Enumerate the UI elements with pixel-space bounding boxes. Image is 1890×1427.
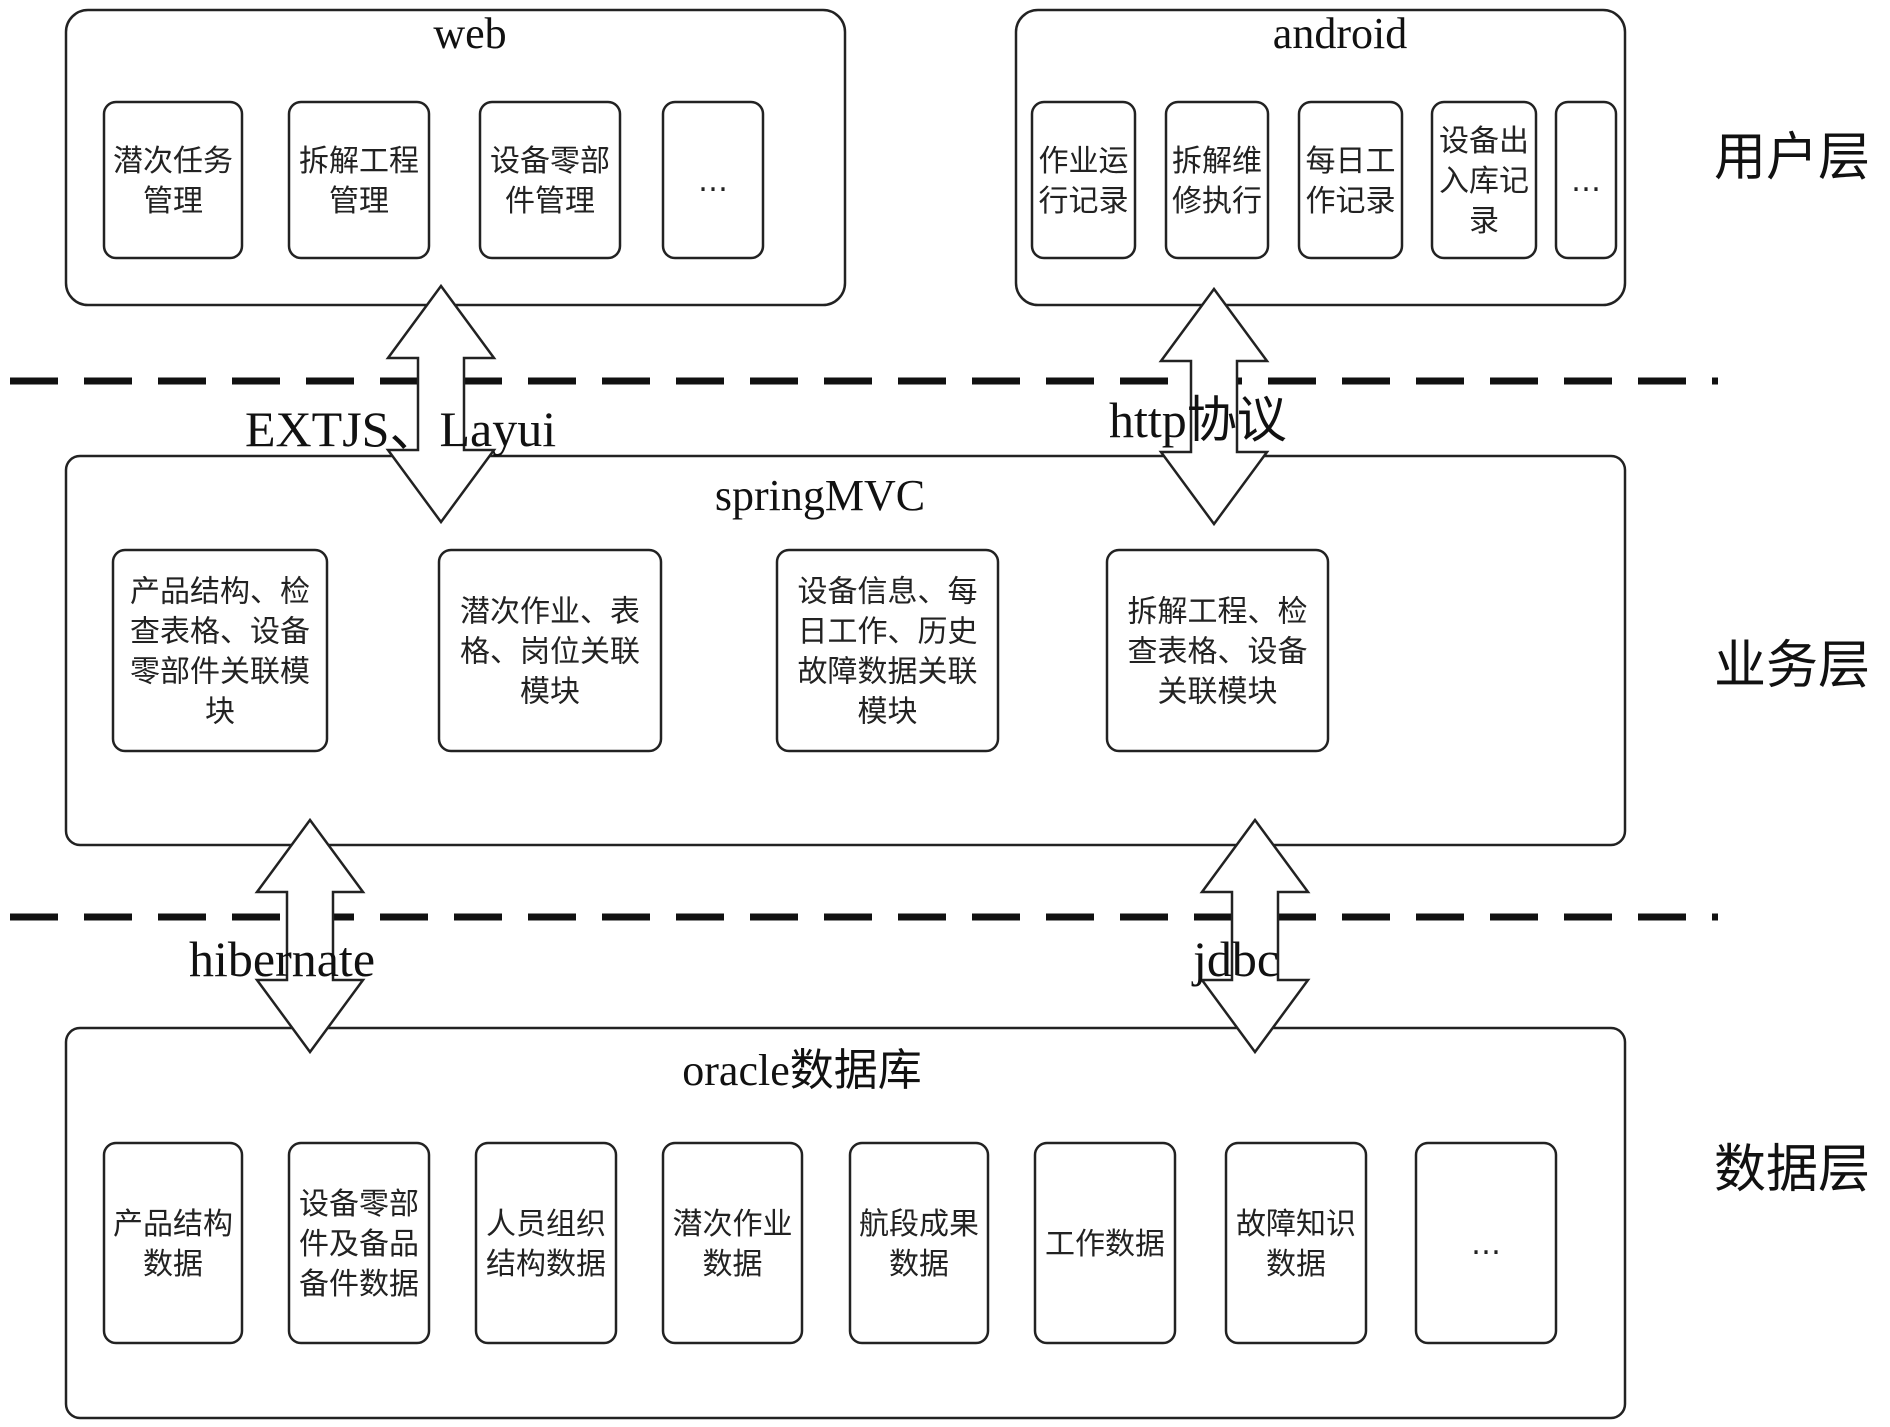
business-module-box <box>437 548 663 753</box>
data-module-text: 人员组织 <box>486 1207 606 1242</box>
web-springmvc-double-arrow-icon <box>385 283 497 525</box>
data-module-text: 数据 <box>703 1247 763 1282</box>
android-module-text: 录 <box>1469 204 1499 239</box>
web-module-box <box>661 100 765 260</box>
connector-label-extjs-layui: EXTJS、Layui <box>245 401 556 457</box>
business-module-text: 故障数据关联 <box>798 655 978 690</box>
business-module-text: 拆解工程、检 <box>1128 595 1308 630</box>
business-module-box <box>1105 548 1330 753</box>
data-module-box <box>661 1141 804 1345</box>
data-module-text: 数据 <box>1266 1247 1326 1282</box>
data-module-text: 工作数据 <box>1045 1227 1165 1262</box>
data-module-box <box>848 1141 990 1345</box>
android-module-box <box>1297 100 1404 260</box>
springmvc-oracle-jdbc-double-arrow-icon <box>1199 817 1311 1055</box>
business-module-text: 关联模块 <box>1158 675 1278 710</box>
business-module-text: 潜次作业、表 <box>460 595 640 630</box>
business-module-text: 产品结构、检 <box>130 575 310 610</box>
business-module-text: 日工作、历史 <box>798 615 978 650</box>
data-module-box <box>1414 1141 1558 1345</box>
data-module-box <box>1033 1141 1177 1345</box>
android-module-box <box>1030 100 1137 260</box>
android-module-box <box>1430 100 1538 260</box>
web-module-text: 设备零部 <box>490 144 610 179</box>
android-module-text: 作记录 <box>1306 184 1396 219</box>
layer-label-user: 用户层 <box>1714 128 1870 188</box>
web-module-text: 件管理 <box>505 184 595 219</box>
data-module-text: 潜次作业 <box>673 1207 793 1242</box>
web-module-text: 潜次任务 <box>113 144 233 179</box>
android-module-text: 每日工 <box>1306 144 1396 179</box>
android-module-box <box>1164 100 1270 260</box>
data-module-text: 故障知识 <box>1236 1207 1356 1242</box>
android-module-text: 设备出 <box>1439 124 1529 159</box>
data-module-text: 数据 <box>143 1247 203 1282</box>
android-module-text: 入库记 <box>1439 164 1529 199</box>
data-module-box <box>287 1141 431 1345</box>
android-module-box <box>1554 100 1618 260</box>
data-module-text: 结构数据 <box>486 1247 606 1282</box>
layer-label-data: 数据层 <box>1714 1140 1870 1200</box>
data-module-box <box>474 1141 618 1345</box>
business-module-box <box>111 548 329 753</box>
android-module-text: 拆解维 <box>1172 144 1262 179</box>
business-module-text: 模块 <box>858 695 918 730</box>
springmvc-title: springMVC <box>715 471 925 520</box>
web-module-box <box>102 100 244 260</box>
business-module-text: 模块 <box>520 675 580 710</box>
connector-label-hibernate: hibernate <box>189 931 375 987</box>
android-module-text: … <box>1571 164 1601 199</box>
connector-label-jdbc: jdbc <box>1191 931 1279 987</box>
data-module-box <box>102 1141 244 1345</box>
business-module-text: 块 <box>205 695 235 730</box>
connector-label-http: http协议 <box>1109 392 1287 448</box>
web-module-box <box>478 100 622 260</box>
data-module-text: 航段成果 <box>859 1207 979 1242</box>
data-module-text: 设备零部 <box>299 1187 419 1222</box>
data-module-text: 数据 <box>889 1247 949 1282</box>
android-springmvc-double-arrow-icon <box>1158 286 1270 527</box>
data-module-text: … <box>1471 1227 1501 1262</box>
data-module-text: 件及备品 <box>299 1227 419 1262</box>
layer-label-business: 业务层 <box>1714 636 1870 696</box>
android-module-text: 作业运 <box>1039 144 1129 179</box>
business-module-text: 零部件关联模 <box>130 655 310 690</box>
web-module-box <box>287 100 431 260</box>
business-module-text: 格、岗位关联 <box>460 635 640 670</box>
business-module-text: 查表格、设备 <box>1128 635 1308 670</box>
android-module-text: 修执行 <box>1172 184 1262 219</box>
data-module-text: 产品结构 <box>113 1207 233 1242</box>
data-module-box <box>1224 1141 1368 1345</box>
android-module-text: 行记录 <box>1039 184 1129 219</box>
business-module-text: 查表格、设备 <box>130 615 310 650</box>
web-module-text: 拆解工程 <box>299 144 419 179</box>
web-title: web <box>433 9 506 58</box>
web-module-text: 管理 <box>143 184 203 219</box>
business-module-box <box>775 548 1000 753</box>
android-title: android <box>1273 9 1407 58</box>
data-module-text: 备件数据 <box>299 1267 419 1302</box>
oracle-title: oracle数据库 <box>682 1046 921 1095</box>
springmvc-oracle-hibernate-double-arrow-icon <box>254 817 366 1055</box>
business-module-text: 设备信息、每 <box>798 575 978 610</box>
web-module-text: … <box>698 164 728 199</box>
web-module-text: 管理 <box>329 184 389 219</box>
